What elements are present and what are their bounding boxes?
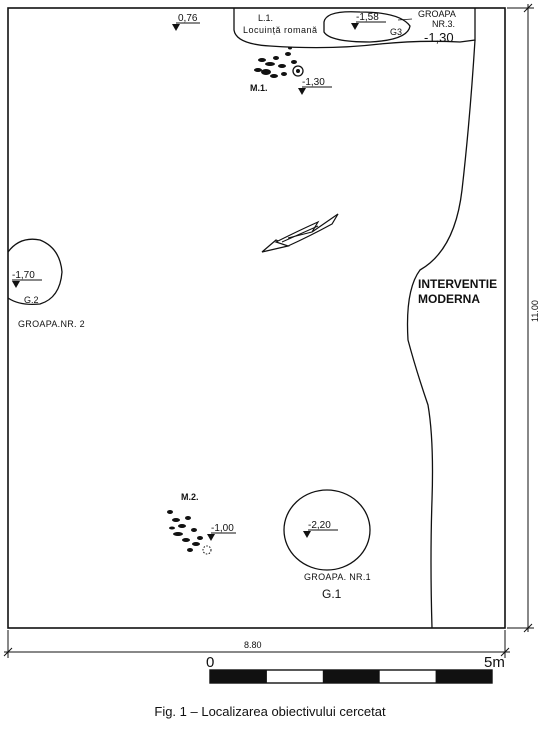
interventie-line1: INTERVENTIE: [418, 277, 497, 291]
groapa2-name-label: GROAPA.NR. 2: [18, 319, 85, 329]
groapa3-leader-line: [397, 18, 413, 21]
scale-bar: 0 5m: [206, 654, 505, 684]
m1-label: M.1.: [250, 83, 268, 93]
m1-burial-cluster: [254, 46, 304, 78]
m2-label: M.2.: [181, 492, 199, 502]
g2-pit-outline: [7, 238, 63, 306]
groapa3-line2: NR.3.: [432, 19, 455, 29]
elevation-marker-g1: -2,20: [303, 520, 338, 538]
scale-start-label: 0: [206, 654, 214, 671]
g3-pit-outline: [323, 11, 411, 43]
g1-code-label: G.1: [322, 587, 342, 601]
excavation-boundary: [7, 7, 506, 629]
height-dimension: 11.00: [507, 3, 540, 633]
scale-end-label: 5m: [484, 654, 505, 671]
elevation-m1: -1,30: [302, 77, 325, 88]
width-dimension-label: 8.80: [244, 640, 262, 650]
groapa3-depth: -1,30: [424, 30, 454, 45]
elevation-top-left: 0,76: [178, 13, 198, 24]
l1-house-outline: [233, 8, 476, 49]
groapa3-line1: GROAPA: [418, 9, 456, 19]
elevation-marker-top-left: 0,76: [172, 13, 200, 31]
elevation-m2: -1,00: [211, 523, 234, 534]
width-dimension: 8.80: [3, 630, 510, 658]
elevation-g2: -1,70: [12, 270, 35, 281]
groapa1-name-label: GROAPA. NR.1: [304, 572, 371, 582]
elevation-marker-top-right: -1,58: [351, 12, 386, 30]
g2-code-label: G.2: [24, 295, 39, 305]
modern-intervention-boundary: [406, 39, 476, 629]
interventie-line2: MODERNA: [418, 292, 480, 306]
g3-code-label: G3: [390, 27, 402, 37]
l1-name-label: Locuință romană: [243, 25, 318, 35]
g1-pit-outline: [283, 489, 371, 571]
elevation-marker-m1: -1,30: [298, 77, 332, 95]
elevation-top-right: -1,58: [356, 12, 379, 23]
north-arrow-icon: [261, 213, 339, 253]
l1-code-label: L.1.: [258, 13, 273, 23]
elevation-g1: -2,20: [308, 520, 331, 531]
figure-caption: Fig. 1 – Localizarea obiectivului cercet…: [154, 704, 386, 719]
height-dimension-label: 11.00: [530, 300, 540, 322]
elevation-marker-m2: -1,00: [207, 523, 236, 541]
m2-burial-cluster: [167, 510, 212, 555]
elevation-marker-g2: -1,70: [12, 270, 42, 288]
